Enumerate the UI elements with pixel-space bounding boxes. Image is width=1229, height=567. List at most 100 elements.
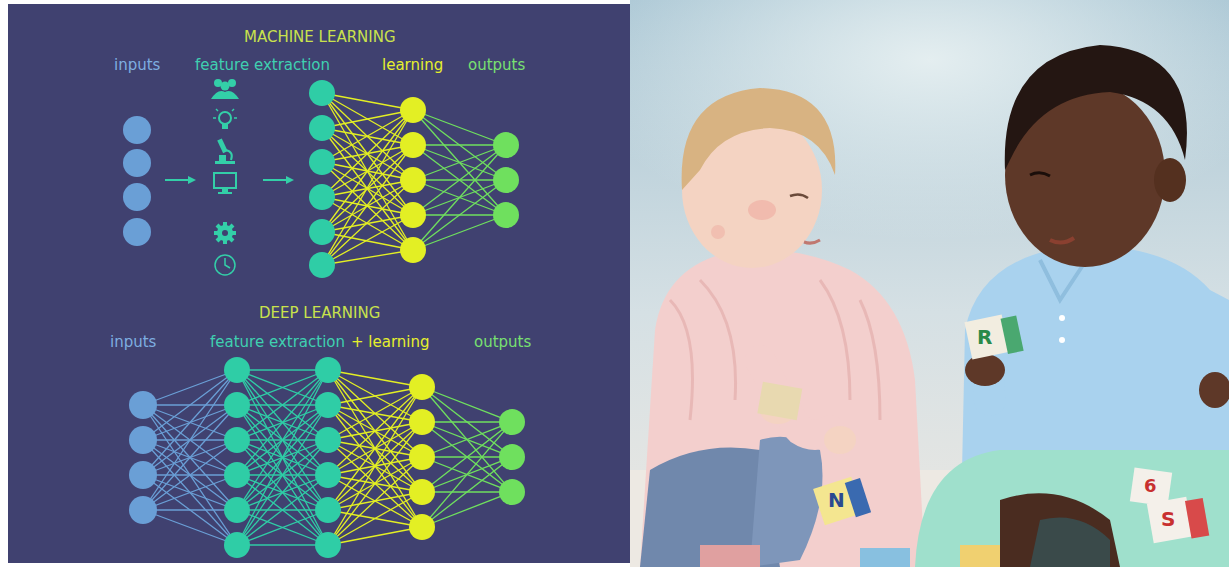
network-link <box>237 510 328 545</box>
network-link <box>237 370 328 545</box>
network-link <box>413 145 506 180</box>
neuron <box>224 462 250 488</box>
neuron <box>400 237 426 263</box>
block-letter: S <box>1161 508 1175 530</box>
network-link <box>237 370 328 405</box>
column-label: + learning <box>351 333 430 351</box>
network-link <box>143 440 237 510</box>
network-link <box>422 422 512 492</box>
network-link <box>143 370 237 475</box>
neuron <box>315 392 341 418</box>
neuron <box>315 427 341 453</box>
neuron <box>400 132 426 158</box>
column-label: inputs <box>114 56 160 74</box>
neuron <box>315 357 341 383</box>
network-link <box>143 510 237 545</box>
neuron <box>409 514 435 540</box>
neuron <box>309 115 335 141</box>
neuron <box>409 374 435 400</box>
network-link <box>237 370 328 475</box>
neuron <box>309 80 335 106</box>
network-link <box>237 475 328 545</box>
neuron <box>224 532 250 558</box>
network-link <box>422 492 512 527</box>
network-link <box>322 145 413 265</box>
column-label: outputs <box>474 333 531 351</box>
network-link <box>413 110 506 180</box>
neuron <box>499 409 525 435</box>
network-link <box>422 387 512 422</box>
neuron <box>224 357 250 383</box>
feature-icons <box>211 79 239 275</box>
network-link <box>322 93 413 180</box>
network-link <box>237 370 328 545</box>
network-link <box>237 405 328 545</box>
network-link <box>143 475 237 545</box>
network-link <box>328 370 422 492</box>
neuron <box>123 116 151 144</box>
network-link <box>143 440 237 545</box>
child-left <box>640 88 925 567</box>
network-link <box>143 475 237 510</box>
network-link <box>328 387 422 510</box>
network-link <box>328 527 422 545</box>
neuron <box>309 184 335 210</box>
network-link <box>237 544 328 545</box>
network-link <box>422 422 512 457</box>
network-link <box>143 370 237 510</box>
column-label: learning <box>382 56 443 74</box>
network-link <box>422 387 512 492</box>
neuron <box>493 202 519 228</box>
network-link <box>413 145 506 215</box>
network-link <box>143 475 237 510</box>
neuron <box>123 183 151 211</box>
photo-background <box>630 0 1229 567</box>
network-link <box>328 387 422 545</box>
network-link <box>237 370 328 440</box>
network-link <box>237 370 328 440</box>
section-heading: DEEP LEARNING <box>259 304 380 322</box>
network-link <box>413 144 506 145</box>
network-link <box>422 457 512 527</box>
neuron <box>499 479 525 505</box>
network-link <box>237 475 328 545</box>
neuron <box>309 149 335 175</box>
neuron <box>409 444 435 470</box>
network-link <box>322 250 413 265</box>
network-link <box>422 387 512 457</box>
network-link <box>322 93 413 250</box>
network-link <box>237 370 328 510</box>
diagram-panel <box>8 4 630 563</box>
neuron <box>129 496 157 524</box>
network-link <box>322 180 413 265</box>
neuron <box>129 426 157 454</box>
network-link <box>413 145 506 250</box>
network-link <box>413 145 506 215</box>
neuron <box>499 444 525 470</box>
network-link <box>413 215 506 250</box>
neuron <box>400 202 426 228</box>
column-label: feature extraction <box>210 333 345 351</box>
column-label: feature extraction <box>195 56 330 74</box>
network-link <box>143 440 237 510</box>
network-link <box>237 510 328 545</box>
network-link <box>237 405 328 545</box>
neuron-circles <box>123 80 525 558</box>
section-heading: MACHINE LEARNING <box>244 28 396 46</box>
network-link <box>322 215 413 265</box>
network-link <box>413 145 506 180</box>
network-link <box>237 370 328 405</box>
network-link <box>422 422 512 457</box>
network-link <box>328 387 422 475</box>
network-link <box>322 110 413 128</box>
neuron <box>309 252 335 278</box>
neuron <box>129 461 157 489</box>
network-link <box>328 387 422 440</box>
neural-network <box>143 93 512 545</box>
network-link <box>328 387 422 405</box>
network-link <box>328 457 422 545</box>
network-link <box>143 405 237 545</box>
neuron <box>129 391 157 419</box>
network-link <box>413 180 506 250</box>
